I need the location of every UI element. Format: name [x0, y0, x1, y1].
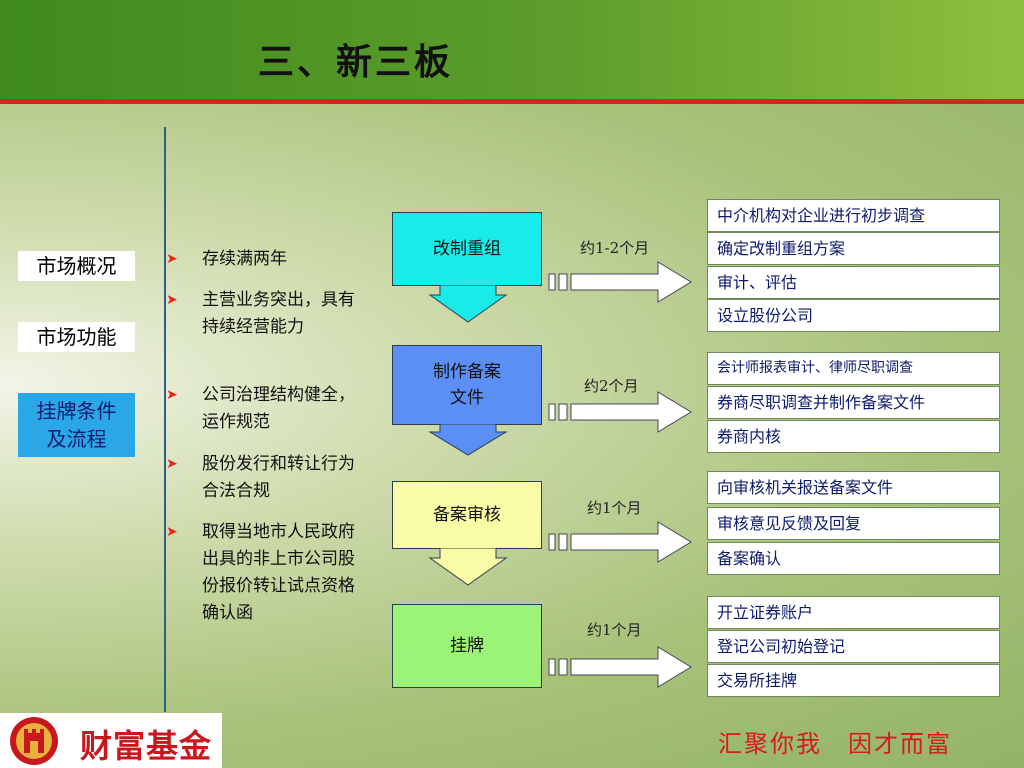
- triangle-bullet-icon: ➤: [166, 251, 178, 267]
- step-box-listing: 挂牌: [392, 604, 542, 688]
- step-box-filing-review: 备案审核: [392, 481, 542, 549]
- step-label: 挂牌: [450, 636, 484, 656]
- task-item: 券商内核: [707, 420, 1000, 453]
- triangle-bullet-icon: ➤: [166, 292, 178, 308]
- condition-item: ➤ 公司治理结构健全，运作规范: [166, 382, 366, 438]
- task-item: 审计、评估: [707, 266, 1000, 299]
- duration-label: 约1个月: [587, 621, 642, 639]
- task-item: 会计师报表审计、律师尽职调查: [707, 352, 1000, 385]
- step-label-line2: 文件: [450, 388, 484, 408]
- nav-item-label-line2: 及流程: [46, 427, 107, 451]
- step-box-restructuring: 改制重组: [392, 212, 542, 286]
- nav-item-market-overview[interactable]: 市场概况: [18, 251, 135, 281]
- company-logo: 财富基金: [0, 713, 222, 768]
- duration-label: 约2个月: [584, 377, 639, 395]
- condition-item: ➤ 股份发行和转让行为合法合规: [166, 451, 366, 507]
- duration-label: 约1-2个月: [580, 239, 650, 257]
- nav-item-market-function[interactable]: 市场功能: [18, 322, 135, 352]
- condition-item: ➤ 取得当地市人民政府出具的非上市公司股份报价转让试点资格确认函: [166, 519, 366, 659]
- condition-item: ➤ 主营业务突出，具有持续经营能力: [166, 287, 366, 372]
- nav-item-label: 市场概况: [36, 254, 117, 278]
- task-item: 备案确认: [707, 542, 1000, 575]
- nav-item-label: 市场功能: [36, 325, 117, 349]
- triangle-bullet-icon: ➤: [166, 387, 178, 403]
- down-arrow-icon: [428, 424, 508, 456]
- nav-item-listing-conditions[interactable]: 挂牌条件 及流程: [18, 393, 135, 457]
- duration-label: 约1个月: [587, 499, 642, 517]
- right-arrow-icon: [548, 646, 692, 688]
- nav-item-label-line1: 挂牌条件: [36, 399, 117, 423]
- vertical-divider: [164, 127, 166, 712]
- step-label-line1: 制作备案: [433, 362, 501, 382]
- task-item: 登记公司初始登记: [707, 630, 1000, 663]
- castle-emblem-icon: [10, 717, 58, 765]
- task-item: 中介机构对企业进行初步调查: [707, 199, 1000, 232]
- right-arrow-icon: [548, 261, 692, 303]
- header-divider: [0, 99, 1024, 104]
- triangle-bullet-icon: ➤: [166, 456, 178, 472]
- task-item: 向审核机关报送备案文件: [707, 471, 1000, 504]
- right-arrow-icon: [548, 521, 692, 563]
- header-band: [0, 0, 1024, 100]
- condition-item: ➤ 存续满两年: [166, 246, 366, 276]
- task-item: 设立股份公司: [707, 299, 1000, 332]
- down-arrow-icon: [428, 285, 508, 323]
- page-title: 三、新三板: [258, 41, 454, 83]
- task-item: 交易所挂牌: [707, 664, 1000, 697]
- task-item: 审核意见反馈及回复: [707, 507, 1000, 540]
- step-label: 改制重组: [433, 239, 501, 259]
- slogan: 汇聚你我 因才而富: [718, 730, 952, 758]
- triangle-bullet-icon: ➤: [166, 524, 178, 540]
- right-arrow-icon: [548, 391, 692, 433]
- task-item: 券商尽职调查并制作备案文件: [707, 386, 1000, 419]
- step-box-filing-documents: 制作备案 文件: [392, 345, 542, 425]
- step-label: 备案审核: [433, 505, 501, 525]
- task-item: 开立证券账户: [707, 596, 1000, 629]
- logo-text: 财富基金: [80, 727, 213, 765]
- down-arrow-icon: [428, 548, 508, 586]
- task-item: 确定改制重组方案: [707, 232, 1000, 265]
